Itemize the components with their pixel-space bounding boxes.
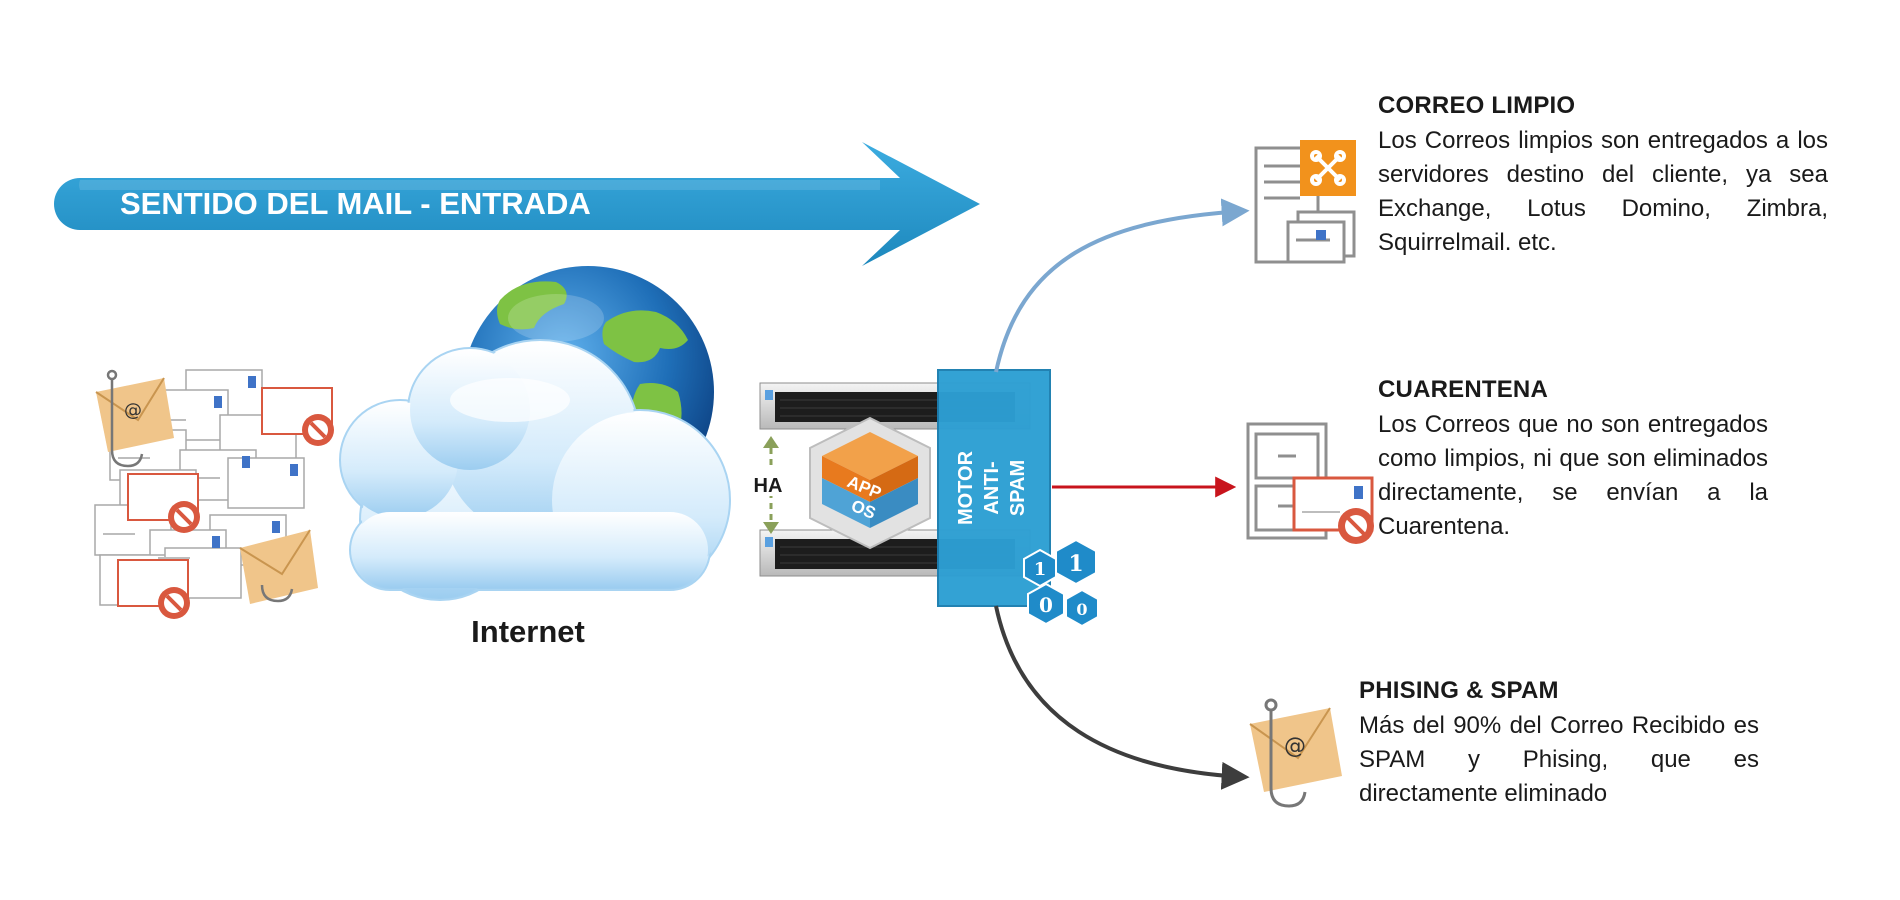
clean-mail-title: CORREO LIMPIO <box>1378 92 1576 119</box>
phishing-spam-block: PHISING & SPAM Más del 90% del Correo Re… <box>1359 677 1759 811</box>
svg-text:@: @ <box>1284 734 1306 759</box>
motor-line-1: MOTOR <box>955 450 977 525</box>
binary-digit: 1 <box>1068 551 1083 577</box>
binary-digit: 0 <box>1076 600 1087 619</box>
cloud-icon <box>339 339 731 601</box>
exchange-server-icon <box>1254 140 1356 264</box>
quarantine-title: CUARENTENA <box>1378 376 1548 403</box>
quarantine-text: Los Correos que no son entregados como l… <box>1378 411 1768 540</box>
clean-flow-arrow <box>994 198 1250 373</box>
quarantine-block: CUARENTENA Los Correos que no son entreg… <box>1378 376 1768 544</box>
spam-flow-arrow <box>994 605 1250 790</box>
binary-hexagons-icon: 1 1 0 0 <box>1023 538 1099 628</box>
binary-digit: 0 <box>1039 593 1053 617</box>
clean-mail-text: Los Correos limpios son entregados a los… <box>1378 127 1828 256</box>
internet-label: Internet <box>471 614 585 649</box>
binary-digit: 1 <box>1034 559 1047 580</box>
clean-mail-block: CORREO LIMPIO Los Correos limpios son en… <box>1378 92 1828 260</box>
direction-arrow-label: SENTIDO DEL MAIL - ENTRADA <box>120 186 591 221</box>
direction-arrow: SENTIDO DEL MAIL - ENTRADA <box>54 142 980 266</box>
envelope-pile-icon: @ <box>94 369 334 619</box>
phishing-envelope-icon: @ <box>1249 698 1342 808</box>
ha-label: HA <box>754 475 783 497</box>
svg-text:@: @ <box>124 400 142 421</box>
phishing-spam-text: Más del 90% del Correo Recibido es SPAM … <box>1359 712 1759 807</box>
ha-indicator: HA <box>748 436 790 534</box>
motor-line-3: SPAM <box>1007 460 1029 516</box>
motor-line-2: ANTI- <box>981 461 1003 514</box>
app-os-cube-icon: APP OS <box>809 416 931 550</box>
phishing-spam-title: PHISING & SPAM <box>1359 677 1559 704</box>
quarantine-cabinet-icon <box>1246 422 1374 544</box>
